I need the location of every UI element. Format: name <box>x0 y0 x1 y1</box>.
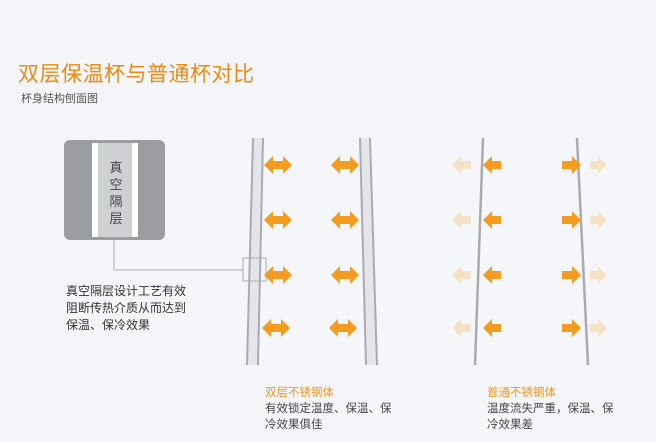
faded-right-arrow-icon <box>590 319 607 337</box>
left-arrow-icon <box>483 266 501 284</box>
left-arrow-icon <box>483 319 501 337</box>
right-arrow-icon <box>562 266 581 284</box>
faded-left-arrow-icon <box>452 156 471 174</box>
vacuum-layer-label: 真空隔层 <box>109 161 123 227</box>
callout-line <box>113 240 243 271</box>
right-arrow-icon <box>562 319 581 337</box>
double-arrow-icon <box>264 266 292 284</box>
double-cup-description: 有效锁定温度、保温、保冷效果俱佳 <box>265 401 392 431</box>
double-arrow-icon <box>264 156 292 174</box>
faded-right-arrow-icon <box>590 211 607 229</box>
double-cup-caption: 双层不锈钢体 有效锁定温度、保温、保冷效果俱佳 <box>265 384 395 432</box>
double-arrow-icon <box>331 266 359 284</box>
callout-highlight-box <box>242 257 267 282</box>
normal-cup-heading: 普通不锈钢体 <box>487 385 556 399</box>
normal-cup-description: 温度流失严重，保温、保冷效果差 <box>487 401 614 431</box>
double-arrow-icon <box>262 319 290 337</box>
left-arrow-icon <box>483 156 501 174</box>
left-arrow-icon <box>483 211 501 229</box>
faded-left-arrow-icon <box>452 319 471 337</box>
vacuum-layer-illustration <box>64 140 165 240</box>
double-arrow-icon <box>329 319 357 337</box>
faded-right-arrow-icon <box>590 156 607 174</box>
vacuum-layer-description: 真空隔层设计工艺有效阻断传热介质从而达到保温、保冷效果 <box>66 284 187 332</box>
right-arrow-icon <box>562 156 581 174</box>
normal-cup-caption: 普通不锈钢体 温度流失严重，保温、保冷效果差 <box>487 384 617 432</box>
page-title: 双层保温杯与普通杯对比 <box>18 62 255 86</box>
page-subtitle: 杯身结构刨面图 <box>21 92 98 105</box>
single-wall-cup <box>473 137 590 366</box>
right-arrow-icon <box>562 211 581 229</box>
double-cup-heading: 双层不锈钢体 <box>265 385 334 399</box>
faded-left-arrow-icon <box>452 211 471 229</box>
double-wall-cup <box>246 137 378 366</box>
faded-left-arrow-icon <box>452 266 471 284</box>
double-arrow-icon <box>331 211 359 229</box>
double-arrow-icon <box>331 156 359 174</box>
double-arrow-icon <box>264 211 292 229</box>
faded-right-arrow-icon <box>590 266 607 284</box>
